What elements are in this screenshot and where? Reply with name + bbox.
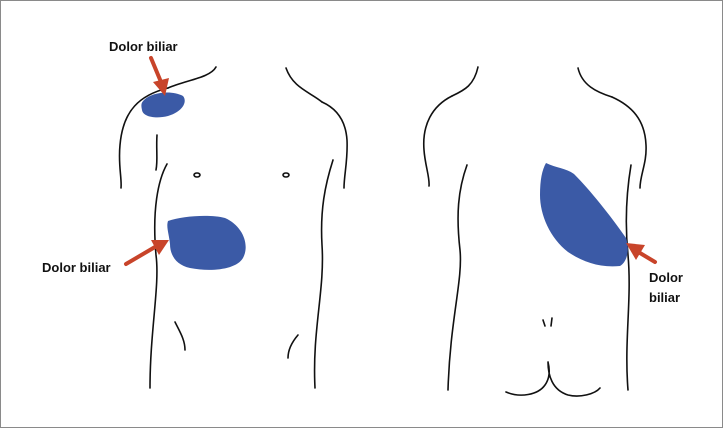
label-back-pain-line1: Dolor — [649, 268, 683, 288]
back-side-left — [448, 165, 467, 390]
arrow-back — [626, 243, 655, 262]
front-lower-right — [288, 335, 298, 358]
front-nipple-left — [194, 173, 200, 177]
front-flank-right — [315, 160, 333, 388]
label-shoulder-pain: Dolor biliar — [109, 38, 178, 55]
front-lower-left — [175, 322, 185, 350]
front-neck-left — [168, 67, 216, 88]
label-back-pain-line2: biliar — [649, 288, 683, 308]
arrow-front-abdomen — [126, 240, 169, 264]
back-side-right — [626, 165, 631, 390]
back-shoulder-left — [424, 96, 452, 186]
spine-mark-left — [543, 320, 545, 326]
pain-region-back — [540, 163, 628, 266]
buttocks-outline — [506, 362, 600, 396]
back-neck-left — [452, 67, 478, 96]
pain-region-front-abdomen — [167, 216, 245, 270]
back-neck-right — [578, 68, 612, 97]
front-flank-left — [150, 164, 167, 388]
label-front-abdomen-pain: Dolor biliar — [42, 259, 111, 276]
label-back-pain: Dolor biliar — [649, 268, 683, 308]
front-nipple-right — [283, 173, 289, 177]
spine-mark-right — [551, 318, 552, 326]
front-shoulder-right — [322, 102, 347, 188]
front-neck-right — [286, 68, 322, 102]
front-armpit-left — [156, 135, 157, 170]
